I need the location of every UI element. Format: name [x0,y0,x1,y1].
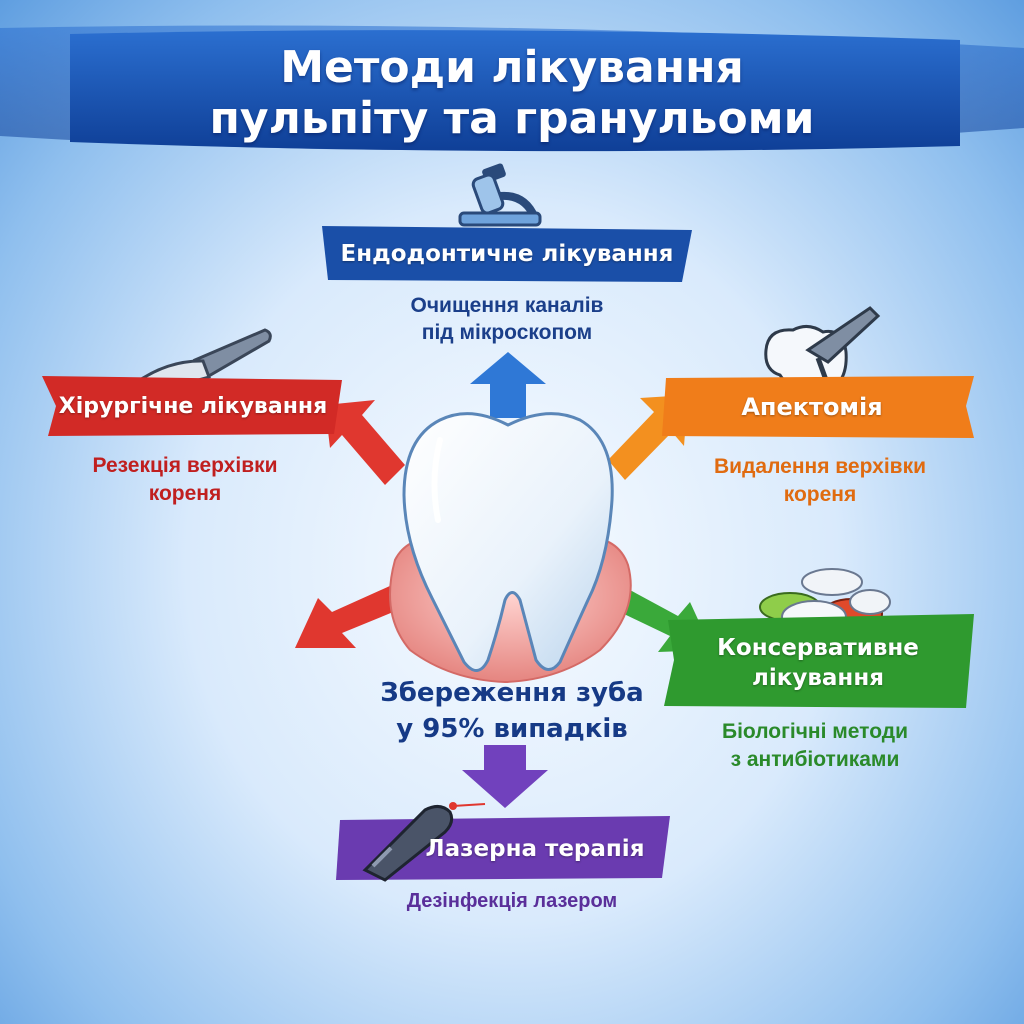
conservative-description: Біологічні методи з антибіотиками [680,718,950,774]
surgical-banner: Хірургічне лікування [48,374,338,438]
dental-tool-icon [764,306,881,393]
arrow-down-left-icon [295,585,398,648]
endodontic-label: Ендодонтичне лікування [340,241,674,267]
center-caption: Збереження зуба у 95% випадків [362,675,662,747]
apectomy-desc-line2: кореня [783,483,857,506]
surgical-desc-line2: кореня [148,482,222,505]
laser-banner: Лазерна терапія [400,816,670,882]
microscope-icon [458,163,542,227]
conservative-desc-line2: з антибіотиками [730,748,900,771]
title-ribbon [0,25,1024,152]
page-title-line2: пульпіту та гранульоми [209,93,815,144]
surgical-label: Хірургічне лікування [58,393,328,419]
center-caption-line1: Збереження зуба [380,678,644,708]
arrow-up-left-icon [325,400,405,485]
conservative-label-line1: Консервативне [717,635,919,661]
laser-label: Лазерна терапія [425,836,645,862]
endodontic-banner-shape [322,226,692,282]
conservative-label-line2: лікування [752,665,884,691]
apectomy-label: Апектомія [741,393,883,421]
conservative-desc-line1: Біологічні методи [722,720,908,743]
surgical-desc-line1: Резекція верхівки [92,454,278,477]
endodontic-desc-line2: під мікроскопом [421,321,593,344]
apectomy-description: Видалення верхівки кореня [680,453,960,509]
endodontic-banner: Ендодонтичне лікування [322,224,692,284]
laser-description: Дезінфекція лазером [362,888,662,914]
surgical-banner-shape [42,376,342,436]
laser-desc-line1: Дезінфекція лазером [406,890,618,912]
endodontic-desc-line1: Очищення каналів [410,294,604,317]
arrow-up-icon [470,352,546,418]
tooth [402,412,614,672]
conservative-banner-shape [664,614,974,708]
apectomy-desc-line1: Видалення верхівки [714,455,926,478]
apectomy-banner-shape [662,376,974,438]
laser-icon [362,802,486,882]
center-caption-line2: у 95% випадків [396,714,628,744]
arrow-down-icon [462,745,548,808]
surgical-description: Резекція верхівки кореня [60,452,310,508]
conservative-banner: Консервативне лікування [668,620,968,706]
page-title-line1: Методи лікування [280,42,744,93]
apectomy-banner: Апектомія [662,374,962,440]
endodontic-description: Очищення каналів під мікроскопом [362,292,652,346]
